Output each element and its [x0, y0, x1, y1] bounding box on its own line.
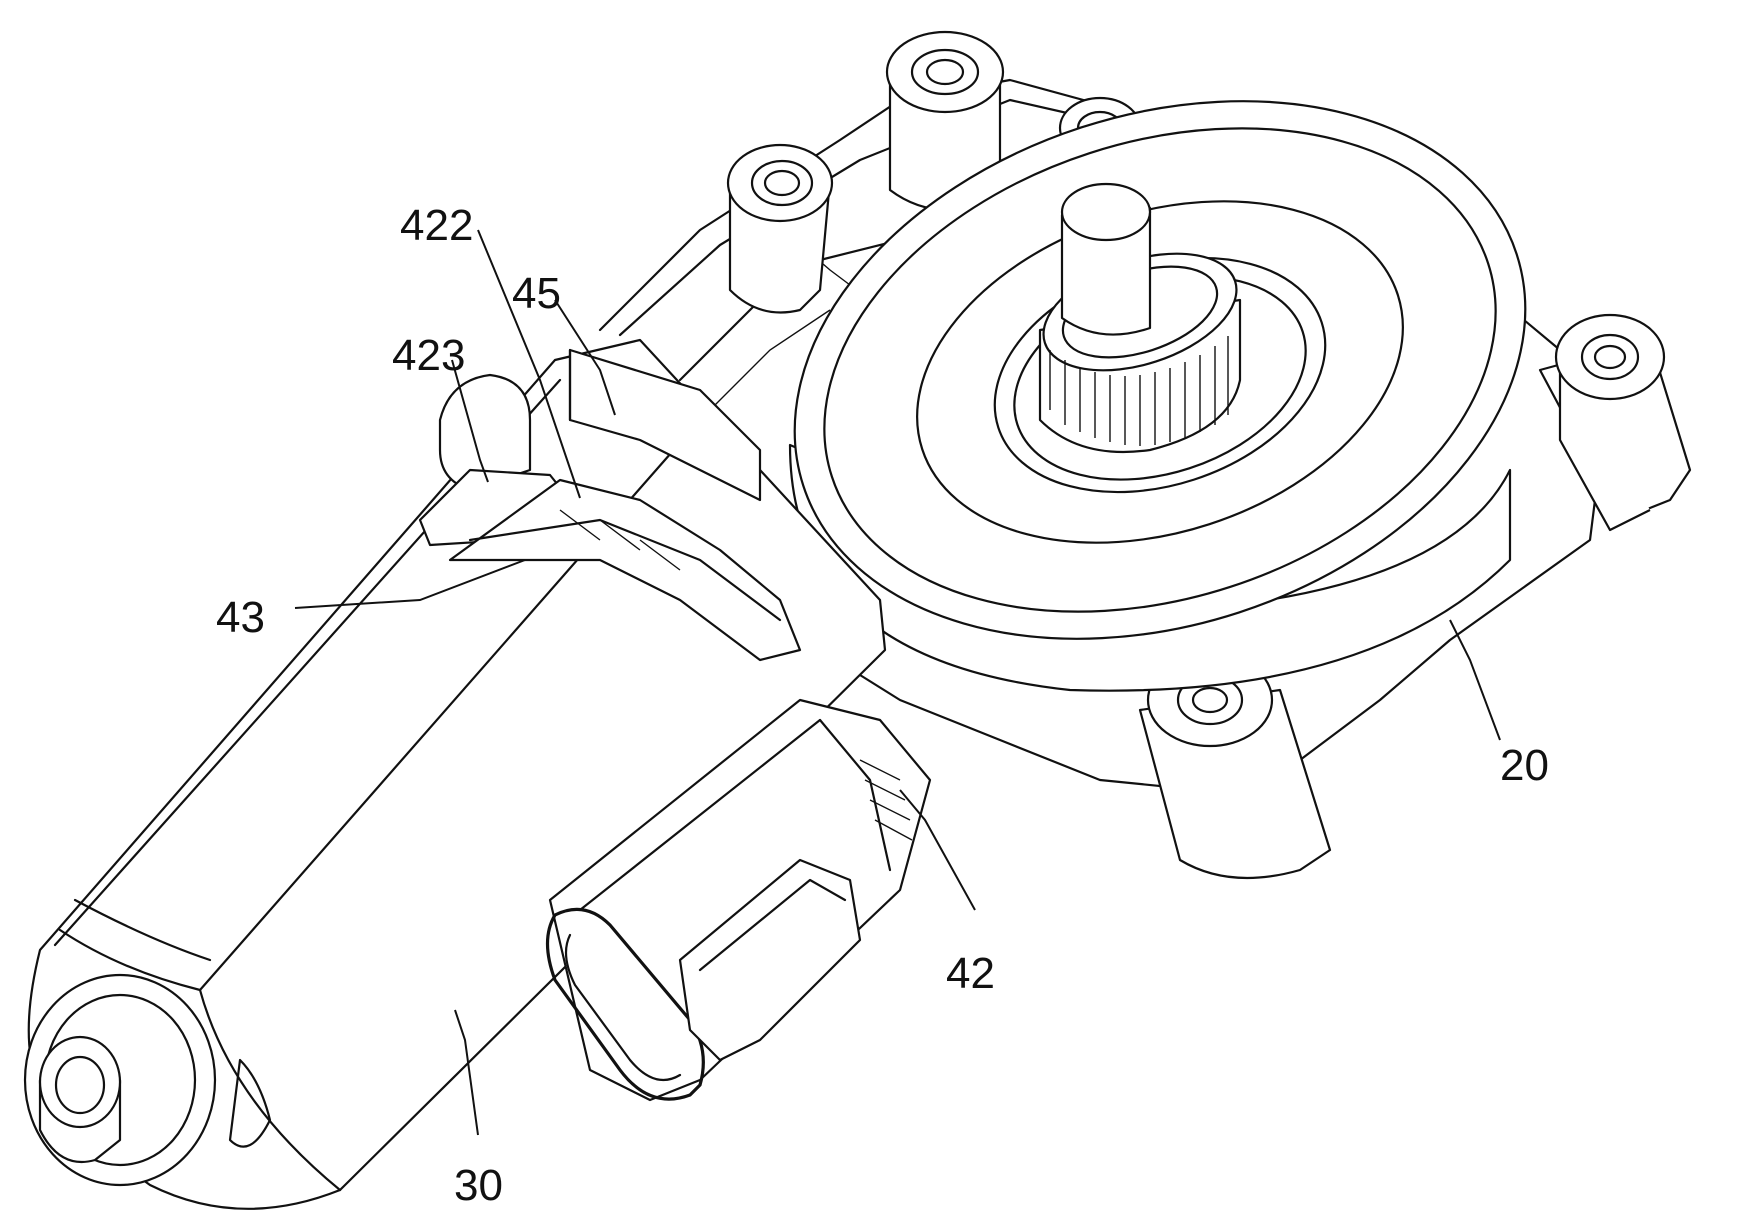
leader-42 — [899, 789, 976, 911]
label-422: 422 — [400, 201, 473, 250]
terminal-423 — [418, 373, 572, 547]
output-shaft — [1060, 182, 1152, 336]
leader-lines — [294, 229, 1501, 1136]
leader-30 — [454, 1009, 479, 1136]
label-20: 20 — [1500, 741, 1549, 790]
connector-latch — [678, 858, 862, 1062]
leader-43 — [294, 559, 526, 609]
label-45: 45 — [512, 269, 561, 318]
leader-20 — [1449, 619, 1501, 741]
label-43: 43 — [216, 593, 265, 642]
strip-43 — [448, 478, 802, 662]
leader-423 — [451, 359, 489, 483]
motor-end-cap — [23, 973, 272, 1187]
mounting-boss-right — [1538, 313, 1692, 532]
label-42: 42 — [946, 949, 995, 998]
mounting-boss-top-left — [726, 143, 834, 314]
connector-housing — [548, 698, 932, 1102]
connector-socket — [545, 907, 705, 1101]
leader-422 — [477, 229, 581, 499]
leader-45 — [554, 299, 616, 416]
label-423: 423 — [392, 331, 465, 380]
bracket-45 — [568, 348, 762, 502]
label-30: 30 — [454, 1161, 503, 1210]
